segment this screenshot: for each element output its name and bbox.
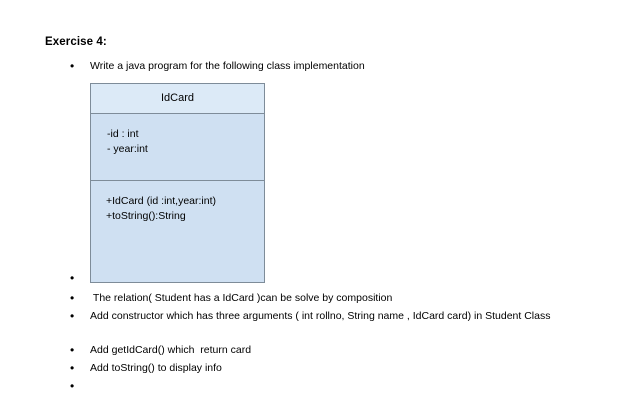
uml-method: +IdCard (id :int,year:int) [106,195,217,207]
uml-method: +toString():String [106,210,186,222]
list-item-label: Add getIdCard() which return card [90,344,252,356]
list-item-label: The relation( Student has a IdCard )can … [90,292,393,304]
list-item-label: Add constructor which has three argument… [90,310,551,322]
bullet-icon [70,379,90,396]
bullet-icon [70,291,90,308]
list-item [70,379,90,396]
list-item [70,271,90,288]
uml-class-name: IdCard [160,92,195,104]
list-item: Add toString() to display info [70,361,222,378]
uml-class-box: IdCard -id : int - year:int +IdCard (id … [90,83,265,283]
uml-class-header: IdCard [91,84,264,114]
list-item-label: Write a java program for the following c… [90,60,365,72]
list-item: Add getIdCard() which return card [70,343,251,360]
list-item: The relation( Student has a IdCard )can … [70,291,392,308]
uml-attribute: -id : int [107,128,139,140]
bullet-icon [70,309,90,326]
list-item: Write a java program for the following c… [70,59,365,76]
uml-attributes-section: -id : int - year:int [91,114,264,181]
bullet-icon [70,59,90,76]
list-item: Add constructor which has three argument… [70,309,550,326]
bullet-icon [70,271,90,288]
bullet-icon [70,343,90,360]
uml-methods-section: +IdCard (id :int,year:int) +toString():S… [91,181,264,224]
list-item-label: Add toString() to display info [90,362,222,374]
bullet-icon [70,361,90,378]
page-title: Exercise 4: [45,36,107,48]
uml-attribute: - year:int [107,143,148,155]
